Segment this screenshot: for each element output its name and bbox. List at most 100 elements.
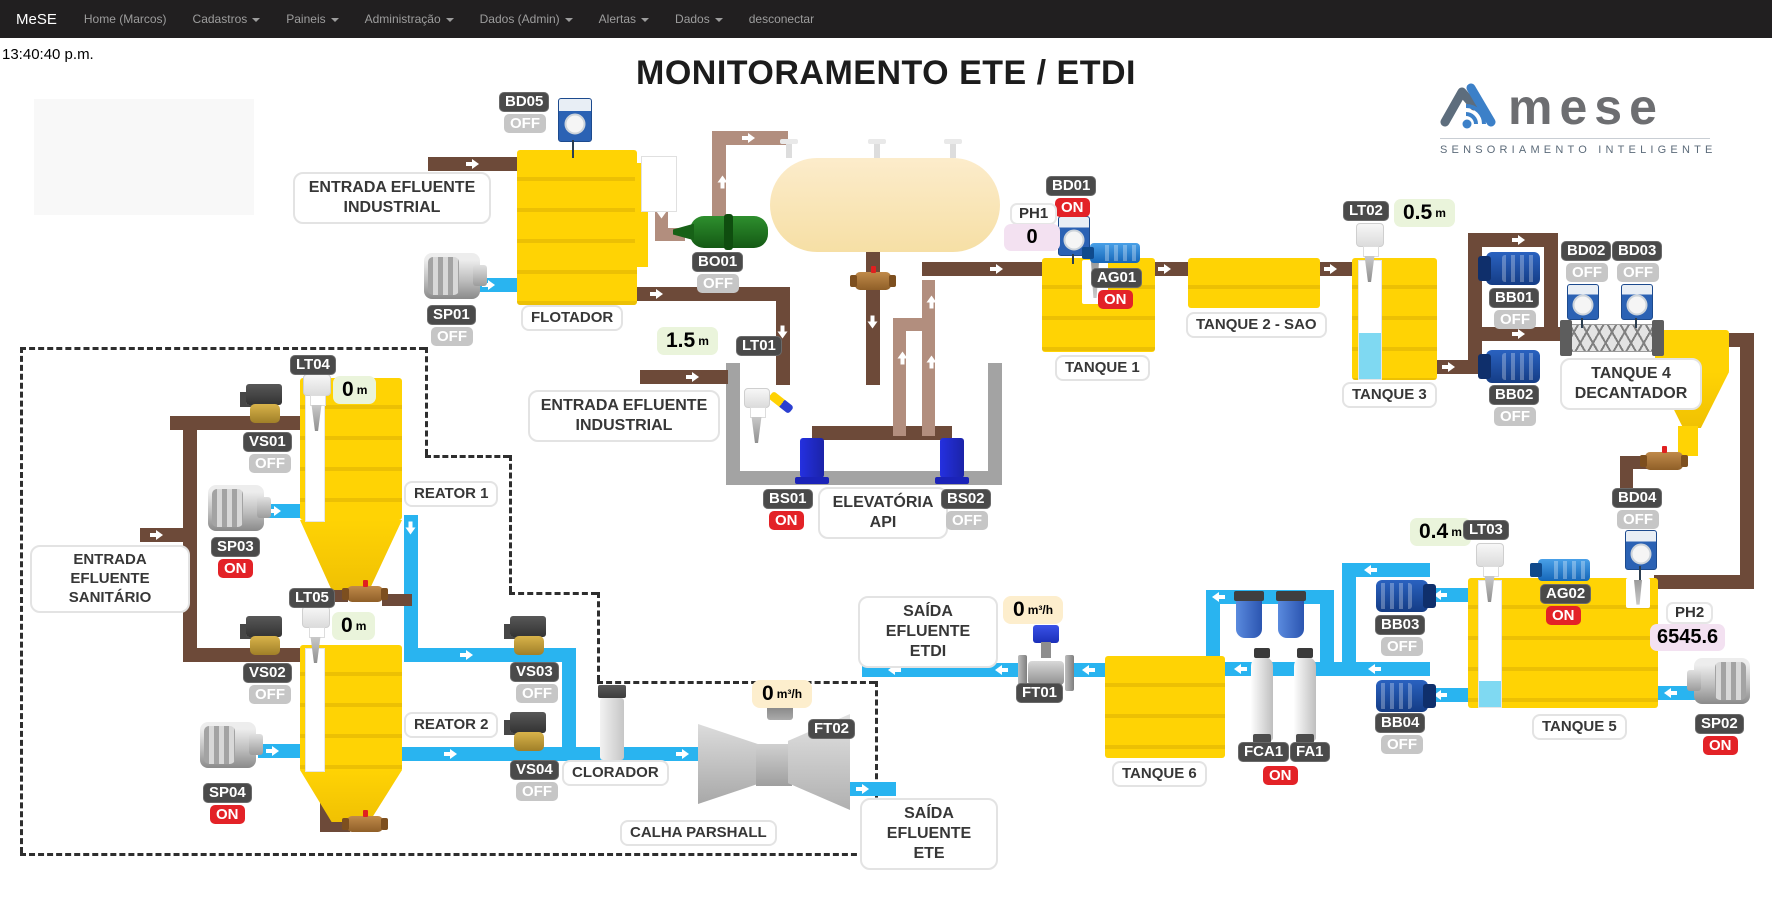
dosing-pump-bd04[interactable] bbox=[1625, 530, 1657, 570]
level-sensor-lt03[interactable] bbox=[1476, 543, 1504, 577]
tag-bb01[interactable]: BB01 bbox=[1489, 288, 1540, 308]
value-number: 0.5 bbox=[1403, 201, 1433, 224]
ball-valve-reator1[interactable] bbox=[342, 580, 388, 602]
tag-fa1[interactable]: FA1 bbox=[1290, 742, 1330, 762]
tag-bs01[interactable]: BS01 bbox=[763, 489, 813, 509]
vessel-fca1[interactable] bbox=[1251, 648, 1273, 743]
tag-sp02[interactable]: SP02 bbox=[1695, 714, 1744, 734]
tag-vs01[interactable]: VS01 bbox=[243, 432, 292, 452]
tag-bd04[interactable]: BD04 bbox=[1612, 488, 1663, 508]
cable bbox=[572, 140, 574, 158]
tag-lt03[interactable]: LT03 bbox=[1463, 520, 1509, 540]
dosing-pump-bd02[interactable] bbox=[1567, 284, 1599, 320]
tag-sp03[interactable]: SP03 bbox=[211, 537, 260, 557]
dosing-pump-bd03[interactable] bbox=[1621, 284, 1653, 320]
mixer-ag02[interactable] bbox=[1530, 559, 1590, 581]
tag-fca1[interactable]: FCA1 bbox=[1238, 742, 1290, 762]
level-sensor-lt01[interactable] bbox=[744, 388, 770, 418]
blank-panel bbox=[34, 99, 254, 215]
valve-vs01[interactable] bbox=[236, 384, 286, 428]
nav-item-dados-admin[interactable]: Dados (Admin) bbox=[467, 12, 586, 26]
tag-vs02[interactable]: VS02 bbox=[243, 663, 292, 683]
pump-bb03[interactable] bbox=[1376, 580, 1428, 612]
tag-ft02[interactable]: FT02 bbox=[808, 719, 856, 739]
pipe-tanque2-out bbox=[1320, 262, 1355, 276]
label-reator1: REATOR 1 bbox=[404, 481, 499, 507]
submersible-pump-bs02[interactable] bbox=[935, 438, 969, 484]
ball-valve-reator2[interactable] bbox=[342, 810, 388, 832]
label-line: EFLUENTE ETDI bbox=[885, 623, 971, 660]
valve-vs02[interactable] bbox=[236, 616, 286, 660]
ball-valve-tanque4[interactable] bbox=[1640, 446, 1688, 470]
tag-sp01[interactable]: SP01 bbox=[427, 305, 476, 325]
nav-item-home[interactable]: Home (Marcos) bbox=[71, 12, 180, 26]
tag-ft01[interactable]: FT01 bbox=[1016, 683, 1064, 703]
logo-tagline: SENSORIAMENTO INTELIGENTE bbox=[1440, 138, 1712, 156]
tag-ag02[interactable]: AG02 bbox=[1540, 584, 1592, 604]
tag-bb04[interactable]: BB04 bbox=[1375, 713, 1426, 733]
flow-arrow-icon bbox=[650, 289, 665, 299]
value-number: 0 bbox=[1013, 598, 1025, 621]
tag-bd03[interactable]: BD03 bbox=[1612, 241, 1663, 261]
label-saida-etdi: SAÍDA EFLUENTE ETDI bbox=[858, 596, 998, 668]
nav-item-desconectar[interactable]: desconectar bbox=[736, 12, 827, 26]
tag-lt02[interactable]: LT02 bbox=[1343, 201, 1389, 221]
tag-bd02[interactable]: BD02 bbox=[1561, 241, 1612, 261]
tag-lt01[interactable]: LT01 bbox=[736, 336, 782, 356]
level-sensor-lt05[interactable] bbox=[302, 606, 330, 638]
pump-sp03[interactable] bbox=[208, 485, 271, 531]
tag-ag01[interactable]: AG01 bbox=[1091, 268, 1143, 288]
ft01-transmitter bbox=[1033, 625, 1059, 643]
ball-valve[interactable] bbox=[850, 266, 896, 290]
level-sensor-lt02[interactable] bbox=[1356, 223, 1384, 257]
flow-meter-ft01[interactable] bbox=[1018, 625, 1074, 691]
nav-item-dados[interactable]: Dados bbox=[662, 12, 736, 26]
pipe-filter-line bbox=[1206, 590, 1334, 604]
valve-vs04[interactable] bbox=[500, 712, 550, 756]
value-unit: m bbox=[1435, 206, 1446, 220]
tag-vs04[interactable]: VS04 bbox=[510, 760, 559, 780]
tag-bo01[interactable]: BO01 bbox=[692, 252, 744, 272]
tag-vs03[interactable]: VS03 bbox=[510, 662, 559, 682]
tag-bb02[interactable]: BB02 bbox=[1489, 385, 1540, 405]
pump-bb02[interactable] bbox=[1478, 350, 1540, 383]
tag-sp04[interactable]: SP04 bbox=[203, 783, 252, 803]
nav-item-label: Paineis bbox=[286, 12, 326, 26]
flow-arrow-icon bbox=[444, 749, 459, 759]
pipe-tanque4-out bbox=[1726, 333, 1742, 347]
tag-lt05[interactable]: LT05 bbox=[289, 588, 335, 608]
status-sp02: ON bbox=[1703, 736, 1738, 755]
tag-bd05[interactable]: BD05 bbox=[499, 92, 550, 112]
flow-arrow-icon bbox=[150, 530, 165, 540]
tag-bb03[interactable]: BB03 bbox=[1375, 615, 1426, 635]
pipe-clorador-line bbox=[397, 747, 713, 761]
label-entrada-industrial-mid: ENTRADA EFLUENTE INDUSTRIAL bbox=[528, 390, 720, 442]
level-sensor-lt04[interactable] bbox=[303, 374, 331, 406]
nav-item-administracao[interactable]: Administração bbox=[352, 12, 467, 26]
dosing-pump-bd05[interactable] bbox=[558, 98, 592, 142]
valve-vs03[interactable] bbox=[500, 616, 550, 660]
tag-lt04[interactable]: LT04 bbox=[290, 355, 336, 375]
nav-item-paineis[interactable]: Paineis bbox=[273, 12, 351, 26]
tag-bd01[interactable]: BD01 bbox=[1046, 176, 1097, 196]
nav-item-cadastros[interactable]: Cadastros bbox=[180, 12, 274, 26]
pump-sp01[interactable] bbox=[424, 253, 487, 299]
tag-bs02[interactable]: BS02 bbox=[941, 489, 991, 509]
valve-indicator bbox=[363, 580, 369, 587]
blower-bo01[interactable] bbox=[690, 214, 768, 250]
pump-bb01[interactable] bbox=[1478, 252, 1540, 285]
pump-bb04[interactable] bbox=[1376, 680, 1428, 712]
pump-sp02[interactable] bbox=[1694, 658, 1750, 704]
submersible-pump-bs01[interactable] bbox=[795, 438, 829, 484]
navbar-brand[interactable]: MeSE bbox=[16, 10, 57, 28]
nav-item-alertas[interactable]: Alertas bbox=[586, 12, 662, 26]
label-tanque2: TANQUE 2 - SAO bbox=[1186, 312, 1327, 338]
vessel-fa1[interactable] bbox=[1294, 648, 1316, 743]
funnel-reator2 bbox=[300, 770, 402, 822]
dosing-pump-bd01[interactable] bbox=[1058, 216, 1090, 256]
chevron-down-icon bbox=[641, 17, 650, 22]
mixer-ag01[interactable] bbox=[1082, 243, 1140, 263]
pump-sp04[interactable] bbox=[200, 722, 263, 768]
cable bbox=[1635, 318, 1637, 328]
pipe-filter-riser bbox=[1342, 563, 1356, 676]
